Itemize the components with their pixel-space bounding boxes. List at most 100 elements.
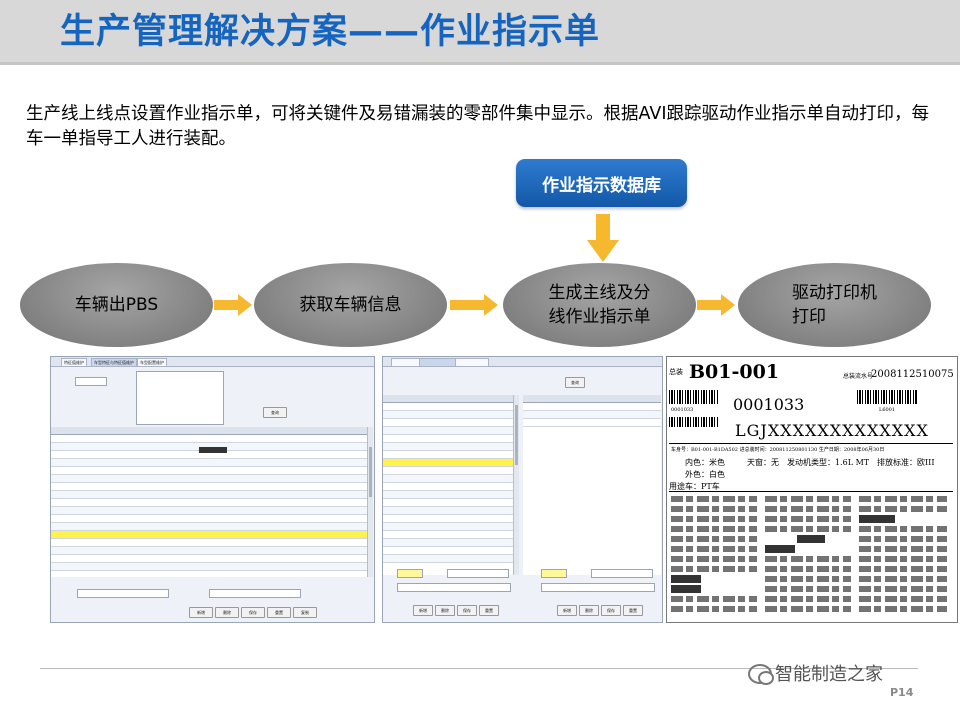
- parts-line: [671, 526, 757, 532]
- highlight-block: [797, 535, 825, 543]
- table-row[interactable]: [51, 547, 373, 555]
- feature-select[interactable]: [77, 589, 169, 598]
- table-row[interactable]: [51, 435, 373, 443]
- feature-desc-input[interactable]: [447, 569, 509, 578]
- table-row[interactable]: [383, 403, 519, 411]
- intro-text: 生产线上线点设置作业指示单，可将关键件及易错漏装的零部件集中显示。根据AVI跟踪…: [26, 104, 929, 149]
- table-row[interactable]: [51, 491, 373, 499]
- table-row[interactable]: [383, 523, 519, 531]
- barcode-icon: [669, 390, 719, 404]
- sunroof: 天窗：无: [747, 458, 779, 467]
- parts-line: [671, 506, 757, 512]
- table-row[interactable]: [51, 507, 373, 515]
- highlight-block: [671, 575, 701, 583]
- table-row[interactable]: [383, 515, 519, 523]
- model-select[interactable]: [75, 377, 107, 386]
- table-row[interactable]: [383, 491, 519, 499]
- table-row[interactable]: [51, 499, 373, 507]
- save-button[interactable]: 保存: [601, 605, 621, 616]
- highlight-block: [671, 585, 701, 593]
- value-code-input[interactable]: [541, 569, 567, 578]
- delete-button[interactable]: 删除: [215, 607, 239, 618]
- reset-button[interactable]: 重置: [479, 605, 499, 616]
- table-row[interactable]: [51, 563, 373, 571]
- table-row[interactable]: [383, 547, 519, 555]
- delete-button[interactable]: 删除: [435, 605, 455, 616]
- remark-input[interactable]: [397, 583, 511, 592]
- tab-feature[interactable]: 特征值维护: [61, 358, 87, 366]
- table-row[interactable]: [51, 555, 373, 563]
- table-row[interactable]: [523, 411, 661, 419]
- table-row[interactable]: [383, 443, 519, 451]
- feature-window-screenshot: 查询 新增 删除 保存 重置 新增 删除 保存: [382, 356, 663, 623]
- parts-line: [859, 506, 947, 512]
- scrollbar[interactable]: [367, 427, 373, 577]
- table-row[interactable]: [383, 435, 519, 443]
- table-row[interactable]: [51, 539, 373, 547]
- delete-button[interactable]: 删除: [579, 605, 599, 616]
- query-button[interactable]: 查询: [565, 377, 585, 388]
- table-row[interactable]: [383, 427, 519, 435]
- reset-button[interactable]: 重置: [623, 605, 643, 616]
- table-row[interactable]: [383, 555, 519, 563]
- table-row[interactable]: [383, 483, 519, 491]
- value-desc-input[interactable]: [591, 569, 653, 578]
- reset-button[interactable]: 重置: [267, 607, 291, 618]
- small-code: 0001033: [671, 407, 694, 413]
- tab-vehicle-feature[interactable]: 车型特征与特征值维护: [91, 358, 137, 366]
- scrollbar[interactable]: [513, 395, 519, 575]
- config-listbox[interactable]: [136, 371, 224, 425]
- step-get-vehicle-info: 获取车辆信息: [254, 263, 447, 347]
- add-button[interactable]: 新增: [189, 607, 213, 618]
- table-row[interactable]: [383, 419, 519, 427]
- table-row[interactable]: [383, 531, 519, 539]
- table-row[interactable]: [383, 451, 519, 459]
- table-row[interactable]: [51, 451, 373, 459]
- tab-2[interactable]: [419, 358, 457, 366]
- add-button[interactable]: 新增: [413, 605, 433, 616]
- parts-line: [765, 586, 851, 592]
- table-row[interactable]: [51, 475, 373, 483]
- divider: [669, 443, 953, 444]
- emission-standard: 排放标准：欧III: [877, 458, 935, 467]
- vin-code: LGJXXXXXXXXXXXXX: [735, 421, 929, 440]
- table-row-selected[interactable]: [51, 531, 373, 539]
- table-row[interactable]: [523, 419, 661, 427]
- divider: [669, 491, 953, 492]
- table-row[interactable]: [383, 539, 519, 547]
- table-row[interactable]: [51, 467, 373, 475]
- parts-line: [671, 556, 757, 562]
- copy-button[interactable]: 复制: [293, 607, 317, 618]
- barcode-icon: [669, 417, 719, 427]
- query-button[interactable]: 查询: [263, 407, 287, 418]
- table-row[interactable]: [51, 515, 373, 523]
- tab-vehicle-config[interactable]: 车型配置维护: [137, 358, 167, 366]
- table-row[interactable]: [383, 467, 519, 475]
- parts-line: [859, 526, 947, 532]
- outer-color: 外色：白色: [685, 470, 725, 479]
- remark-input[interactable]: [541, 583, 655, 592]
- parts-line: [765, 516, 851, 522]
- table-row[interactable]: [51, 523, 373, 531]
- save-button[interactable]: 保存: [241, 607, 265, 618]
- add-button[interactable]: 新增: [557, 605, 577, 616]
- parts-line: [671, 516, 757, 522]
- table-row[interactable]: [383, 499, 519, 507]
- engine-type: 发动机类型：1.6L MT: [787, 458, 870, 467]
- table-row[interactable]: [51, 483, 373, 491]
- table-row[interactable]: [383, 475, 519, 483]
- table-row[interactable]: [523, 403, 661, 411]
- tab-3[interactable]: [455, 358, 489, 366]
- table-row-selected[interactable]: [383, 459, 519, 467]
- parts-line: [765, 576, 851, 582]
- parts-line: [765, 566, 851, 572]
- table-row[interactable]: [383, 507, 519, 515]
- feature-code-input[interactable]: [397, 569, 423, 578]
- table-row[interactable]: [51, 459, 373, 467]
- save-button[interactable]: 保存: [457, 605, 477, 616]
- parts-line: [859, 536, 947, 542]
- table-row[interactable]: [383, 411, 519, 419]
- tab-1[interactable]: [391, 358, 421, 366]
- parts-line: [765, 506, 851, 512]
- feature-value-select[interactable]: [209, 589, 301, 598]
